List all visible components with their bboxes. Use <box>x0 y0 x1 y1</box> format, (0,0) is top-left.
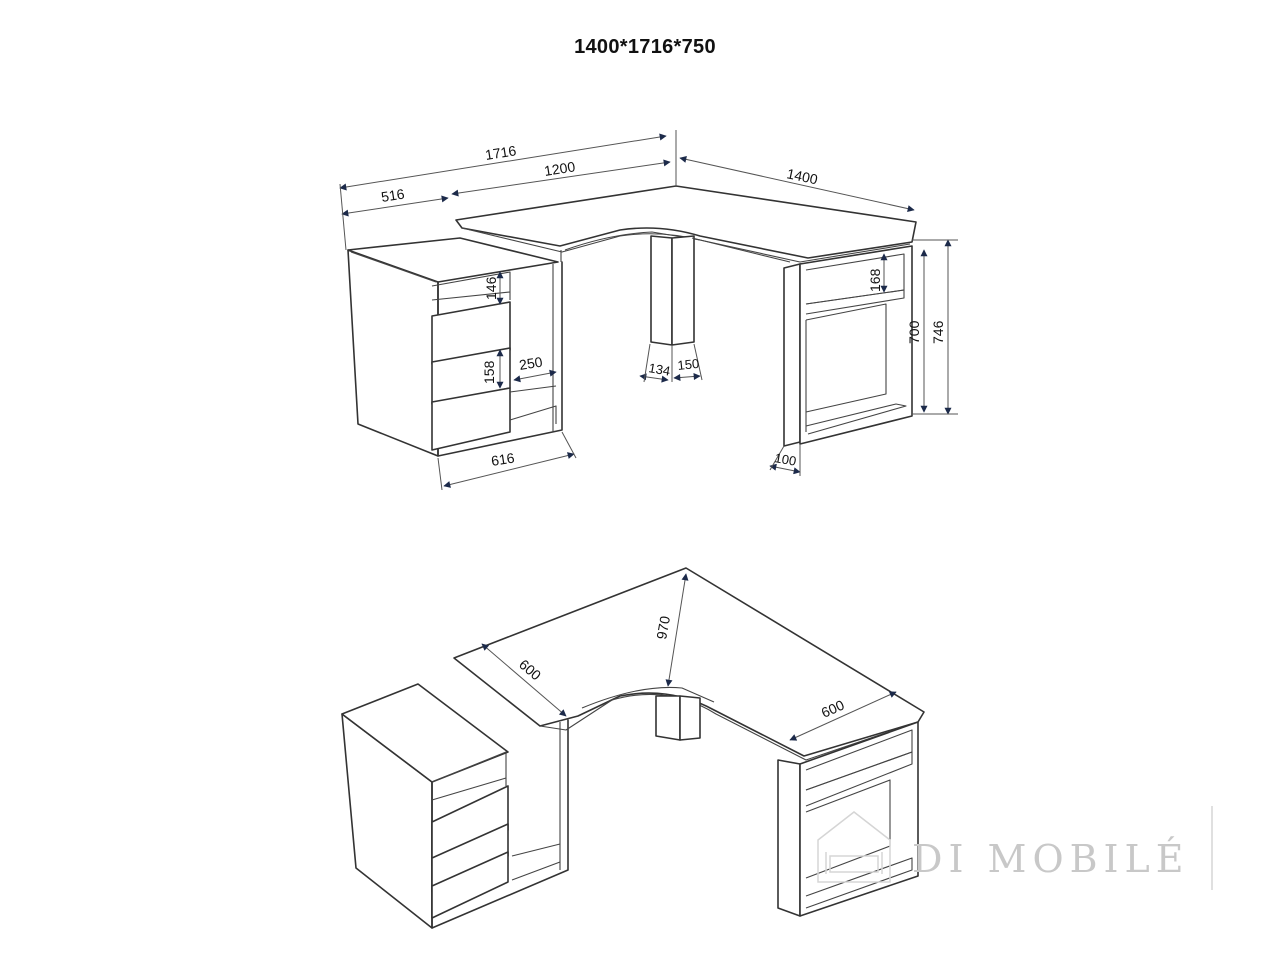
lower-desk-view: 600 970 600 <box>341 567 925 929</box>
upper-dimension-lines <box>339 130 958 491</box>
dim-leg-width: 150 <box>677 356 700 373</box>
dim-drawer-height: 158 <box>481 360 497 384</box>
dim-leg-height: 700 <box>906 320 922 344</box>
dim-open-shelf-height: 146 <box>483 276 499 300</box>
dim-return-length: 1400 <box>785 165 819 187</box>
house-sofa-icon <box>817 811 891 883</box>
lower-left-cabinet <box>341 683 569 929</box>
lower-dimension-lines <box>481 573 897 741</box>
dim-niche-width: 250 <box>518 353 544 372</box>
dim-leg-depth: 134 <box>647 360 671 379</box>
dim-total-width: 1716 <box>484 142 517 163</box>
dim-total-height: 746 <box>930 320 946 344</box>
drawing-title: 1400*1716*750 <box>574 36 716 58</box>
dim-diagonal-depth: 970 <box>653 615 673 641</box>
upper-desk-view: 1716 1200 516 1400 616 146 158 250 134 1… <box>339 130 958 491</box>
right-pedestal <box>691 237 913 447</box>
lower-center-leg <box>655 695 701 741</box>
dim-cabinet-offset: 516 <box>380 185 406 204</box>
dim-panel-thickness: 100 <box>773 450 797 469</box>
upper-dimension-labels: 1716 1200 516 1400 616 146 158 250 134 1… <box>380 142 946 469</box>
dim-shelf-height: 168 <box>867 268 883 292</box>
left-cabinet <box>347 237 563 457</box>
center-leg <box>560 235 695 346</box>
watermark-text: DI MOBILÉ <box>912 837 1190 881</box>
dim-cabinet-width: 616 <box>490 449 516 468</box>
dim-desk-width: 1200 <box>543 158 576 179</box>
watermark: DI MOBILÉ <box>817 806 1213 890</box>
